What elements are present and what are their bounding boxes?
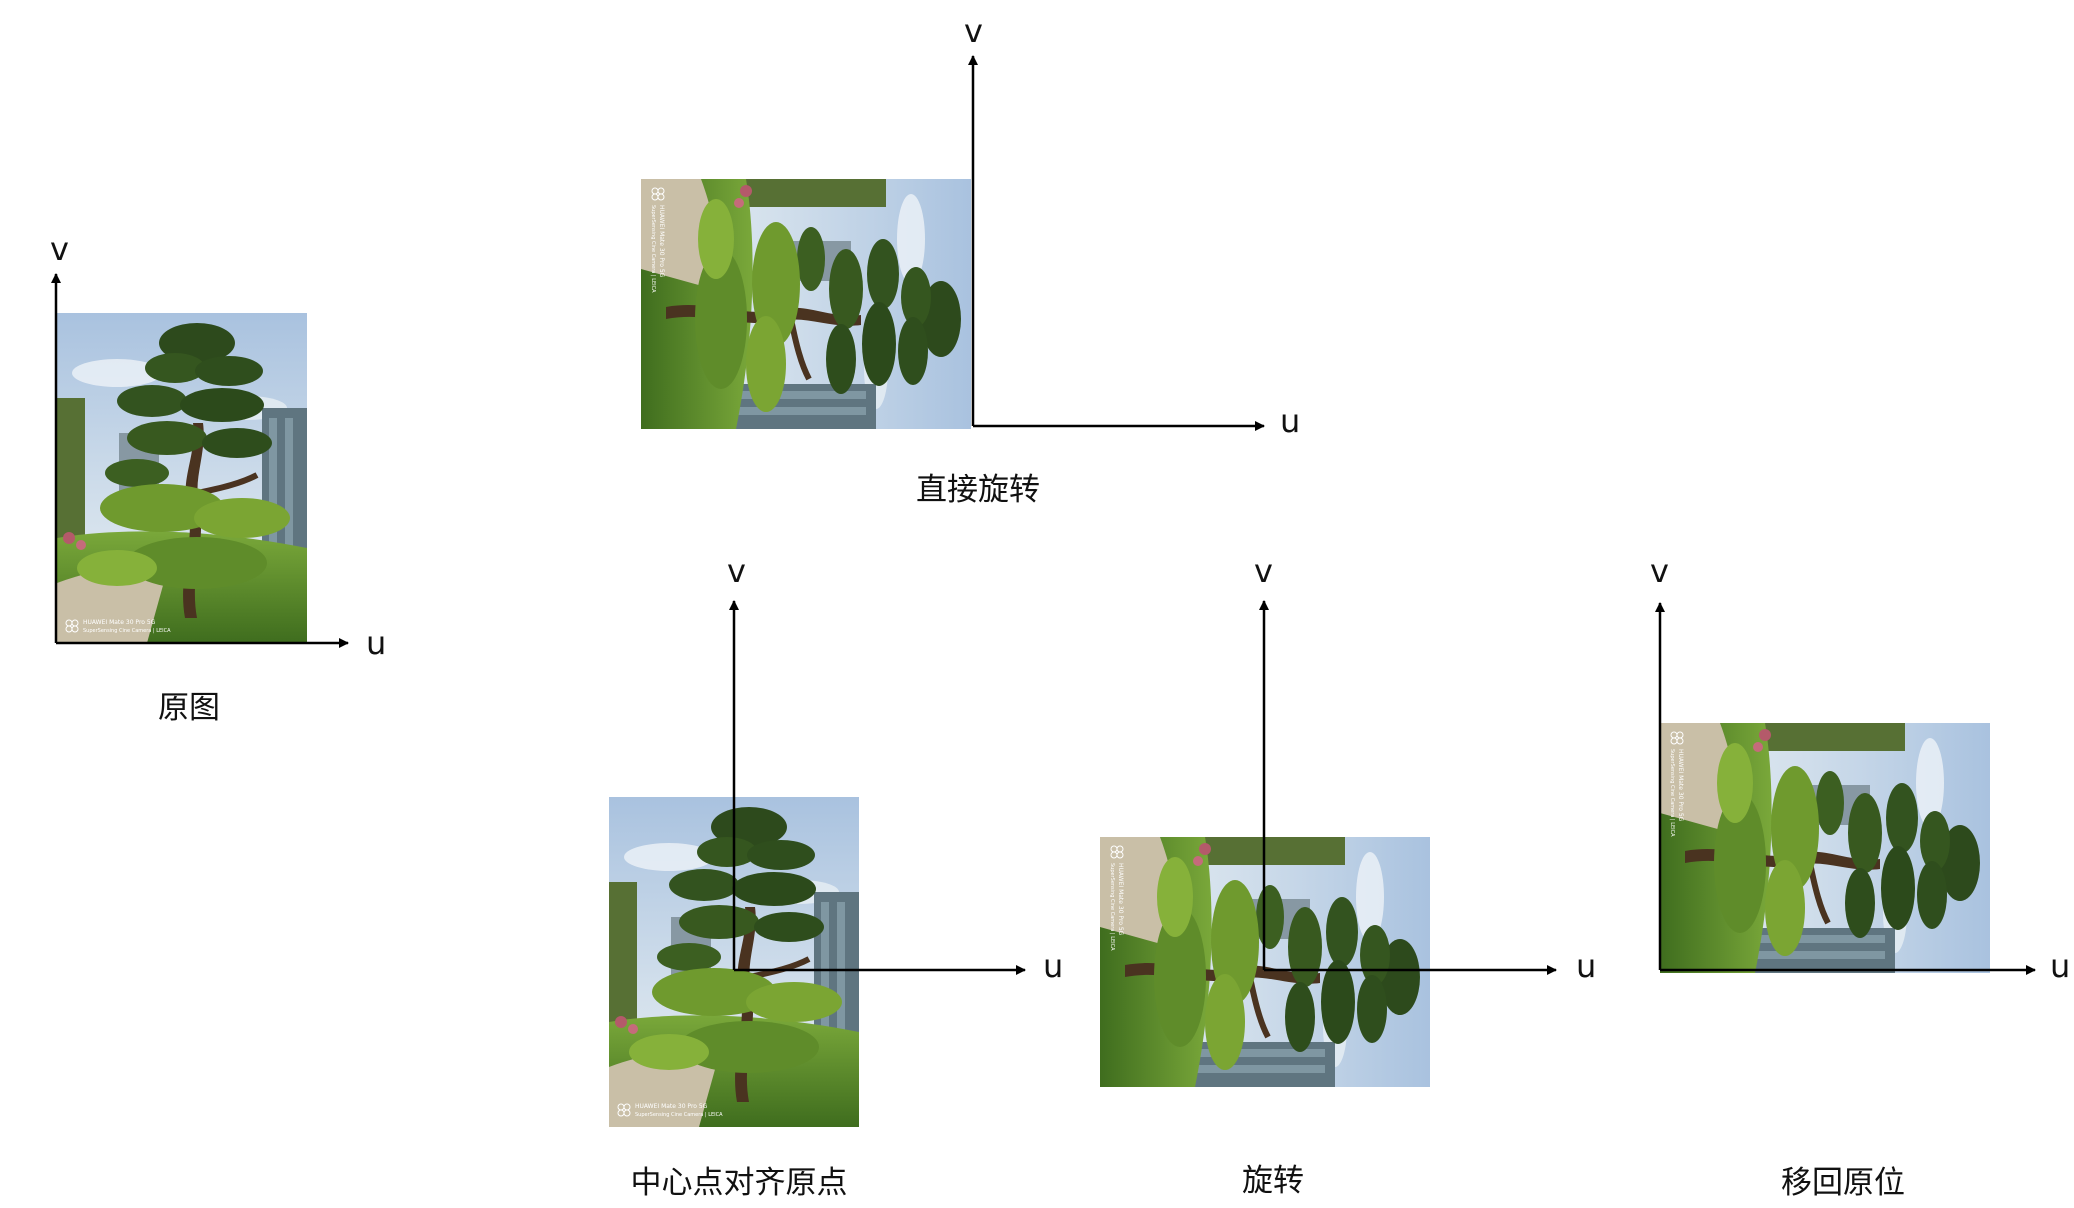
tree-photo-upright xyxy=(57,313,307,643)
caption-direct-rotate: 直接旋转 xyxy=(916,472,1040,508)
panel-rotate: v u xyxy=(1100,552,1596,1087)
u-axis-label: u xyxy=(366,624,386,662)
u-axis-label: u xyxy=(1280,402,1300,440)
v-axis-label: v xyxy=(50,230,69,268)
panel-center-align: v u xyxy=(609,552,1063,1127)
u-axis-label: u xyxy=(2050,947,2070,985)
caption-original: 原图 xyxy=(158,690,220,726)
u-axis-label: u xyxy=(1576,947,1596,985)
tree-photo-rotated xyxy=(641,179,971,429)
u-axis-label: u xyxy=(1043,947,1063,985)
v-axis-label: v xyxy=(1650,552,1669,590)
panel-move-back: v u xyxy=(1650,552,2070,985)
panel-direct-rotate: v u xyxy=(641,12,1300,440)
tree-photo-rotated xyxy=(1660,723,1990,973)
caption-move-back: 移回原位 xyxy=(1781,1165,1905,1201)
caption-center-align: 中心点对齐原点 xyxy=(630,1165,848,1201)
v-axis-label: v xyxy=(1254,552,1273,590)
panel-original: v u xyxy=(50,230,386,662)
v-axis-label: v xyxy=(727,552,746,590)
v-axis-label: v xyxy=(964,12,983,50)
caption-rotate: 旋转 xyxy=(1242,1163,1304,1199)
